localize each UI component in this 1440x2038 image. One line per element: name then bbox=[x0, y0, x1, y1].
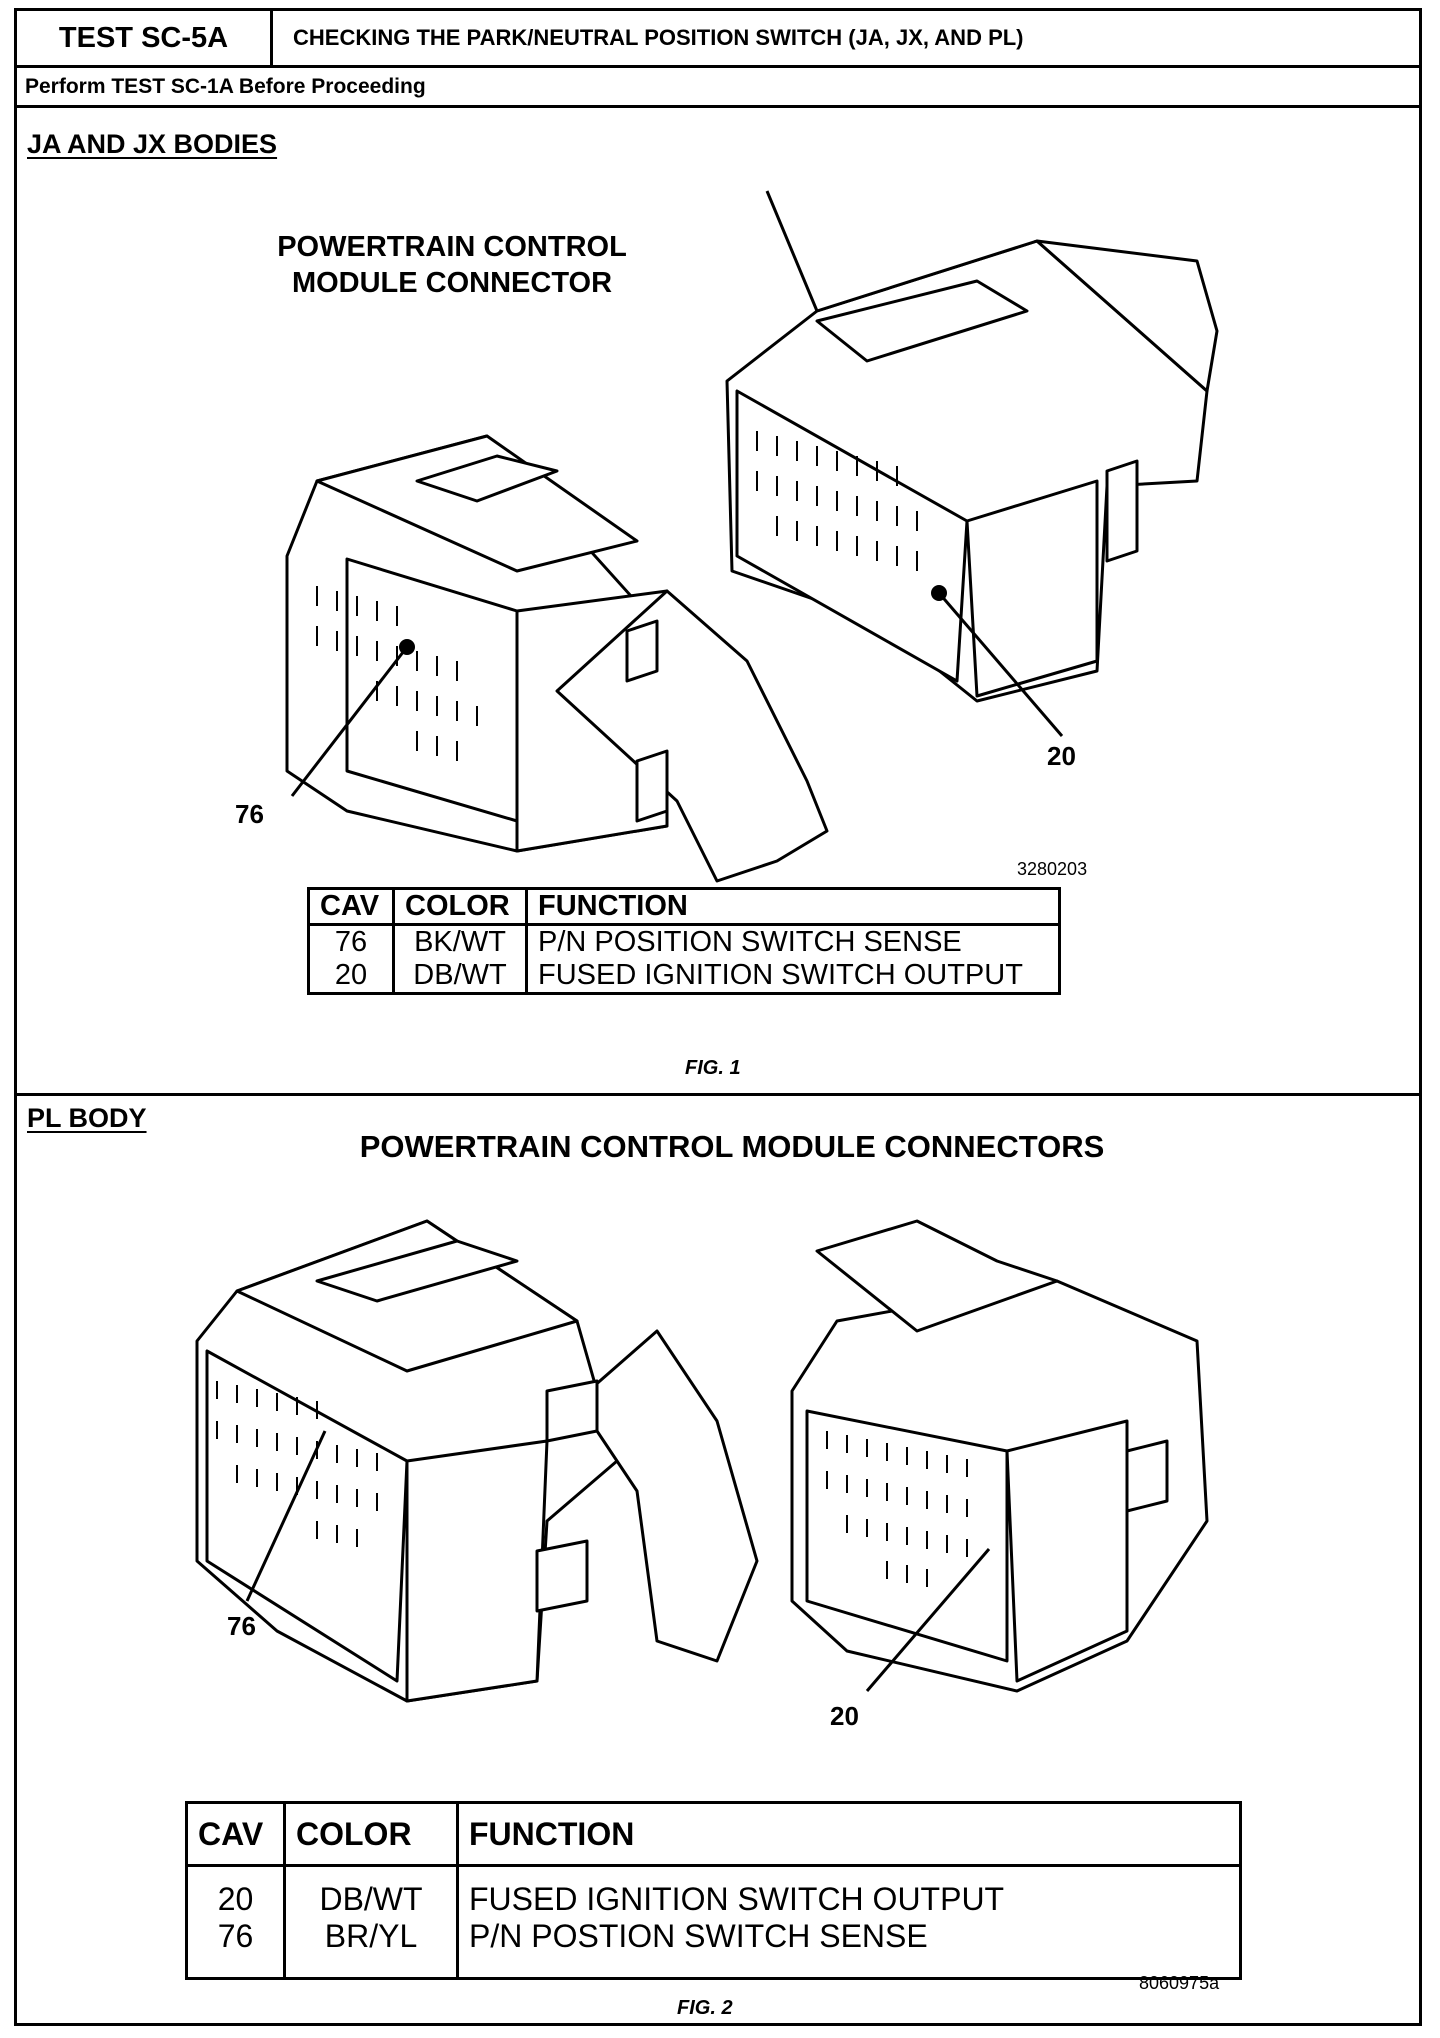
figure-caption-2: FIG. 2 bbox=[677, 1997, 733, 2019]
callout-20-fig2: 20 bbox=[830, 1701, 859, 1731]
col-function: FUNCTION bbox=[525, 887, 1061, 926]
table-row: 76 BR/YL P/N POSTION SWITCH SENSE bbox=[185, 1918, 1242, 1980]
test-title: CHECKING THE PARK/NEUTRAL POSITION SWITC… bbox=[293, 25, 1024, 50]
section-divider bbox=[17, 1093, 1419, 1096]
prerequisite-note: Perform TEST SC-1A Before Proceeding bbox=[17, 68, 1419, 108]
section-label-pl: PL BODY bbox=[27, 1103, 147, 1133]
diagram-title-2: POWERTRAIN CONTROL MODULE CONNECTORS bbox=[359, 1129, 1105, 1164]
cavity-table-fig1: CAV COLOR FUNCTION 76 BK/WT P/N POSITION… bbox=[307, 887, 1061, 995]
cell-color: BK/WT bbox=[392, 924, 528, 959]
col-function: FUNCTION bbox=[456, 1801, 1242, 1867]
figure-code-fig2: 8060975a bbox=[1139, 1973, 1220, 1993]
cell-cav: 76 bbox=[307, 924, 395, 959]
col-cav: CAV bbox=[307, 887, 395, 926]
col-color: COLOR bbox=[392, 887, 528, 926]
figure-caption-1: FIG. 1 bbox=[685, 1057, 741, 1079]
table-header-row: CAV COLOR FUNCTION bbox=[185, 1801, 1242, 1867]
figure-code-fig1: 3280203 bbox=[1017, 859, 1088, 879]
page-frame: TEST SC-5A CHECKING THE PARK/NEUTRAL POS… bbox=[14, 8, 1422, 2026]
col-cav: CAV bbox=[185, 1801, 286, 1867]
test-id: TEST SC-5A bbox=[17, 11, 273, 65]
callout-76-fig2: 76 bbox=[227, 1611, 256, 1641]
section-label-ja-jx: JA AND JX BODIES bbox=[27, 129, 278, 159]
diagram-title-1-line1: POWERTRAIN CONTROL bbox=[277, 231, 627, 263]
cell-function: FUSED IGNITION SWITCH OUTPUT bbox=[456, 1865, 1242, 1918]
col-color: COLOR bbox=[283, 1801, 459, 1867]
table-header-row: CAV COLOR FUNCTION bbox=[307, 887, 1061, 926]
callout-76-fig1: 76 bbox=[235, 799, 264, 829]
cell-color: BR/YL bbox=[283, 1918, 459, 1980]
cell-color: DB/WT bbox=[283, 1865, 459, 1918]
cell-cav: 76 bbox=[185, 1918, 286, 1980]
cavity-table-fig2: CAV COLOR FUNCTION 20 DB/WT FUSED IGNITI… bbox=[185, 1801, 1242, 1980]
connector-drawing-fig1 bbox=[285, 190, 1219, 883]
cell-function: FUSED IGNITION SWITCH OUTPUT bbox=[525, 959, 1061, 995]
cell-cav: 20 bbox=[185, 1865, 286, 1918]
table-row: 76 BK/WT P/N POSITION SWITCH SENSE bbox=[307, 924, 1061, 959]
callout-20-fig1: 20 bbox=[1047, 741, 1076, 771]
cell-cav: 20 bbox=[307, 959, 395, 995]
table-row: 20 DB/WT FUSED IGNITION SWITCH OUTPUT bbox=[185, 1865, 1242, 1918]
diagram-title-1-line2: MODULE CONNECTOR bbox=[291, 267, 613, 299]
table-row: 20 DB/WT FUSED IGNITION SWITCH OUTPUT bbox=[307, 959, 1061, 995]
header-bar: TEST SC-5A CHECKING THE PARK/NEUTRAL POS… bbox=[17, 11, 1419, 68]
cell-function: P/N POSITION SWITCH SENSE bbox=[525, 924, 1061, 959]
cell-function: P/N POSTION SWITCH SENSE bbox=[456, 1918, 1242, 1980]
connector-drawing-fig2 bbox=[195, 1219, 1209, 1703]
diagram-title-1: POWERTRAIN CONTROL MODULE CONNECTOR bbox=[227, 229, 677, 301]
cell-color: DB/WT bbox=[392, 959, 528, 995]
